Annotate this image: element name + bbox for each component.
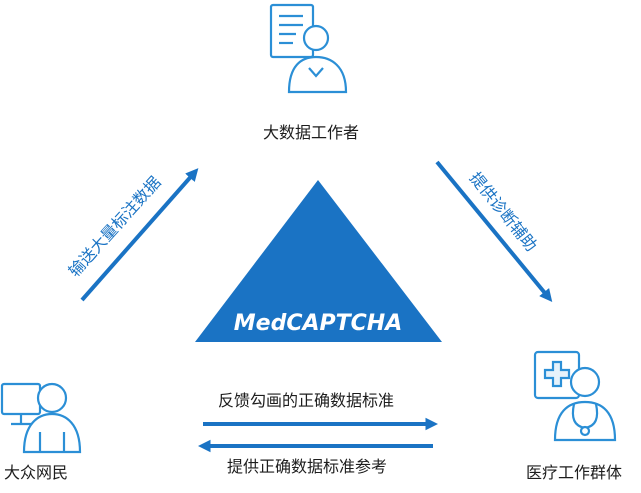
public-user-icon — [0, 382, 82, 454]
arrow-left-to-top — [80, 168, 199, 302]
doctor-icon — [533, 350, 617, 442]
edge-label-right-to-left: 提供正确数据标准参考 — [227, 457, 388, 476]
arrow-top-to-right — [435, 160, 553, 302]
data-worker-icon — [269, 3, 348, 94]
center-triangle: MedCAPTCHA — [195, 180, 442, 342]
node-top-label: 大数据工作者 — [263, 123, 360, 142]
node-left-label: 大众网民 — [4, 463, 69, 482]
edge-label-left-to-right: 反馈勾画的正确数据标准 — [218, 391, 395, 410]
center-label: MedCAPTCHA — [234, 311, 402, 336]
node-right-label: 医疗工作群体 — [526, 463, 623, 482]
